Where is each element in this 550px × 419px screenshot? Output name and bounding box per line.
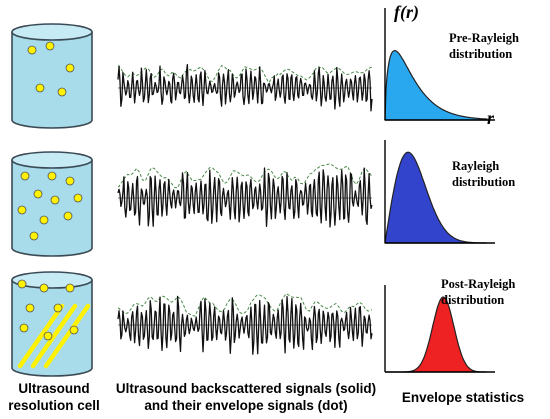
scatterer-dot: [65, 63, 75, 73]
scatterer-dot: [65, 283, 75, 293]
scatterer-dot: [69, 325, 79, 335]
scatterer-dot: [17, 279, 27, 289]
scatterer-dot: [20, 171, 30, 181]
distribution-pre: [384, 8, 495, 121]
scatterer-dot: [25, 303, 35, 313]
resolution-cells: [11, 23, 93, 377]
signal-post: [117, 293, 373, 355]
resolution-cell-pre: [11, 23, 93, 129]
scatterer-dot: [73, 193, 83, 203]
cell-top: [11, 271, 93, 289]
scatterer-dot: [17, 205, 27, 215]
scatterer-dot: [53, 303, 63, 313]
signal-pre: [117, 63, 373, 112]
cell-top: [11, 23, 93, 41]
resolution-cell-rayleigh: [11, 151, 93, 257]
scatterer-dot: [43, 331, 53, 341]
scatterer-dot: [33, 189, 43, 199]
envelope-signal: [118, 163, 373, 189]
y-axis-label: f(r): [394, 2, 419, 22]
scatterer-dot: [39, 215, 49, 225]
x-axis-label: r: [487, 108, 495, 128]
scatterer-dot: [35, 83, 45, 93]
backscattered-signal: [117, 295, 373, 355]
signal-rayleigh: [117, 163, 373, 228]
cell-body: [11, 32, 93, 129]
distribution-rayleigh: [384, 140, 495, 244]
backscattered-signals: [117, 63, 373, 355]
distribution-post: [384, 285, 495, 373]
backscattered-signal: [117, 167, 373, 228]
pre-rayleigh-label: Pre-Rayleigh distribution: [449, 31, 519, 61]
distribution-curve: [385, 296, 487, 373]
post-rayleigh-label: Post-Rayleigh distribution: [441, 277, 516, 307]
alignment-stripe: [30, 303, 78, 369]
cell-top: [11, 151, 93, 169]
resolution-cell-post: [11, 271, 93, 377]
scatterer-dot: [39, 283, 49, 293]
cell-caption: Ultrasound resolution cell: [8, 381, 100, 413]
scatterer-dot: [63, 211, 73, 221]
scatterer-dot: [19, 323, 29, 333]
distribution-curve: [384, 49, 488, 121]
scatterer-dot: [29, 231, 39, 241]
scatterer-dot: [65, 176, 75, 186]
alignment-stripe: [43, 303, 91, 369]
statistics-caption: Envelope statistics: [401, 390, 525, 405]
alignment-stripe: [17, 303, 65, 369]
backscattered-signal: [117, 63, 373, 112]
scatterer-dot: [57, 87, 67, 97]
signals-caption: Ultrasound backscattered signals (solid)…: [115, 381, 377, 413]
rayleigh-label: Rayleigh distribution: [452, 159, 516, 189]
scatterer-dot: [50, 195, 60, 205]
scatterer-dot: [45, 41, 55, 51]
scatterer-dot: [27, 45, 37, 55]
scatterer-dot: [47, 171, 57, 181]
envelope-statistics: [384, 8, 495, 373]
